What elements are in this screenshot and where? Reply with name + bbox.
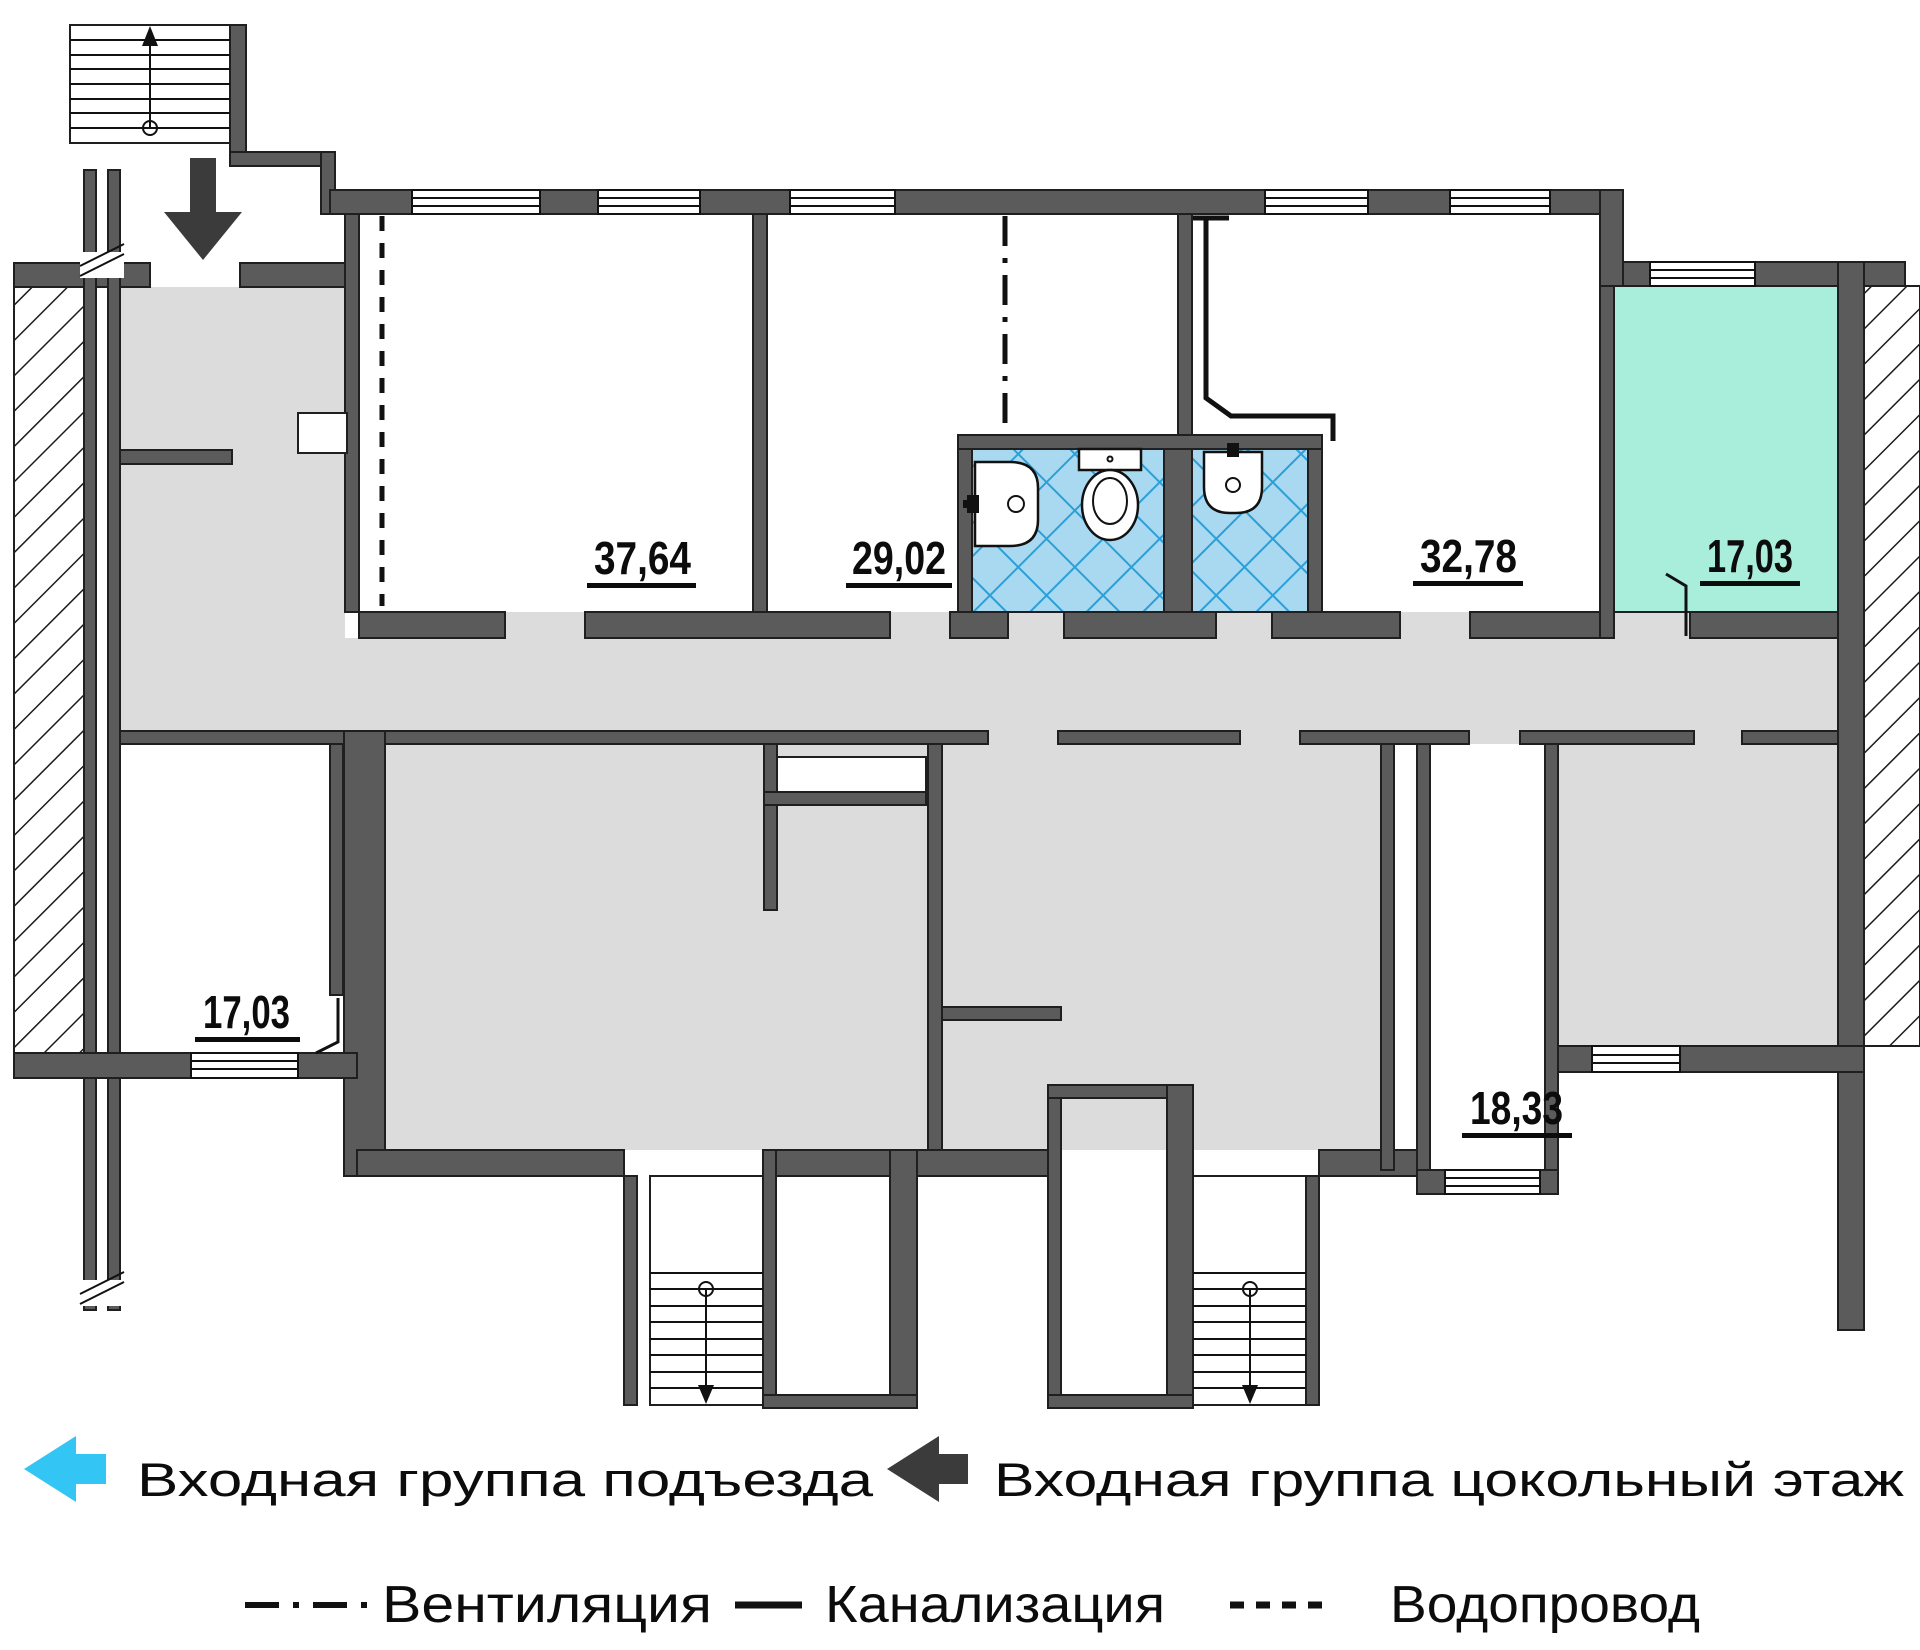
svg-text:29,02: 29,02 [852, 532, 946, 584]
toilet-icon [1077, 447, 1143, 542]
legend-sewerage: Канализация [735, 1576, 1165, 1634]
svg-text:Водопровод: Водопровод [1390, 1576, 1700, 1634]
legend: Входная группа подъезда Входная группа ц… [24, 1436, 1905, 1634]
window-icon [411, 189, 541, 215]
svg-text:37,64: 37,64 [594, 532, 691, 584]
up-arrow-icon [142, 26, 158, 46]
windows [190, 189, 1756, 1195]
stairs-down-right [1192, 1175, 1307, 1406]
svg-text:18,33: 18,33 [1470, 1082, 1563, 1134]
floors [120, 285, 1839, 1150]
legend-water-supply: Водопровод [1230, 1576, 1700, 1634]
basement-arrow-icon [887, 1436, 968, 1502]
svg-text:Вентиляция: Вентиляция [382, 1576, 712, 1634]
legend-ventilation: Вентиляция [245, 1576, 712, 1634]
room-area-label: 17,03 [1700, 530, 1800, 586]
room-area-label: 18,33 [1462, 1082, 1572, 1138]
window-icon [190, 1052, 299, 1079]
details [79, 243, 1688, 1306]
porch-arrow-icon [24, 1436, 106, 1502]
down-arrow-icon [1242, 1385, 1258, 1404]
hatch-right [1863, 285, 1920, 1047]
fixtures [963, 443, 1264, 548]
room-area-label: 32,78 [1413, 530, 1523, 586]
window-icon [597, 189, 701, 215]
svg-text:17,03: 17,03 [203, 986, 290, 1038]
sink-icon [963, 460, 1040, 548]
lower-left-room-floor [385, 744, 928, 1150]
wall-break-icon [79, 1271, 125, 1306]
stairs-up-exterior [69, 24, 231, 144]
window-icon [1649, 261, 1756, 287]
window-icon [1264, 189, 1369, 215]
svg-text:Входная группа цокольный этаж: Входная группа цокольный этаж [994, 1453, 1905, 1506]
opening [776, 756, 927, 793]
walls [13, 24, 1906, 1409]
sink-icon [1202, 443, 1264, 515]
lower-middle-room-floor [942, 744, 1381, 1150]
window-icon [1444, 1169, 1541, 1195]
svg-text:Входная группа подъезда: Входная группа подъезда [137, 1453, 874, 1506]
utility-lines [379, 215, 1336, 606]
room-area-label: 29,02 [846, 532, 952, 588]
window-icon [1591, 1045, 1681, 1073]
basement-entrance-arrow-icon [164, 158, 242, 260]
lower-right-room-floor [1558, 744, 1838, 1046]
corridor-floor [120, 638, 1838, 731]
sewerage-line [1193, 215, 1336, 441]
hatch-left [13, 286, 85, 1054]
window-icon [1449, 189, 1551, 215]
room-area-label: 37,64 [587, 532, 696, 588]
wall-break-icon [79, 243, 125, 278]
svg-text:32,78: 32,78 [1420, 530, 1517, 582]
window-icon [789, 189, 896, 215]
legend-entrance-basement: Входная группа цокольный этаж [887, 1436, 1905, 1506]
room-area-label: 17,03 [195, 986, 300, 1042]
stairs-down-left [649, 1175, 764, 1406]
room-area-labels: 37,64 29,02 32,78 17,03 17,03 18,33 [195, 530, 1800, 1138]
niche [297, 412, 348, 454]
door-leaf [315, 998, 340, 1055]
legend-entrance-porch: Входная группа подъезда [24, 1436, 874, 1506]
door-leaf [1665, 572, 1688, 636]
svg-text:17,03: 17,03 [1707, 530, 1793, 582]
commercial-room-teal-floor [1613, 285, 1839, 613]
svg-text:Канализация: Канализация [825, 1576, 1165, 1634]
down-arrow-icon [698, 1385, 714, 1404]
